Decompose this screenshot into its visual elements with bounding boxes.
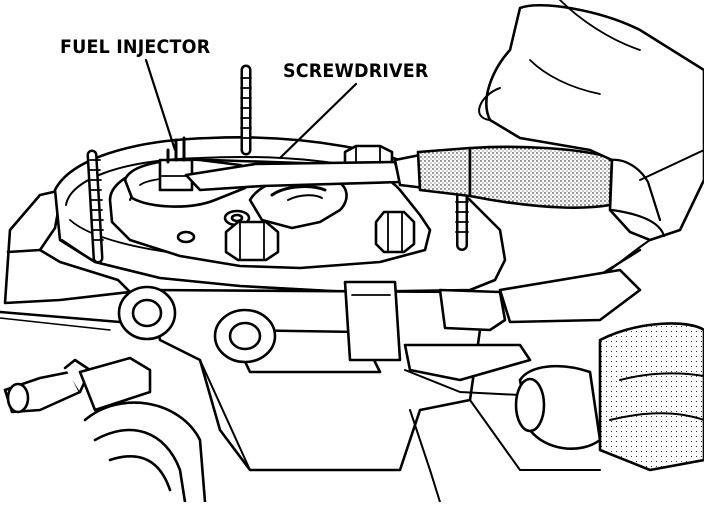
leader-screwdriver	[278, 82, 358, 160]
fuel-injector-label: FUEL INJECTOR	[60, 36, 211, 58]
leader-fuel-injector	[144, 58, 177, 152]
screwdriver-label: SCREWDRIVER	[283, 60, 429, 82]
stud-left	[86, 149, 104, 264]
port-boss-center	[213, 308, 277, 364]
stud-center	[240, 64, 252, 156]
throttle-linkage	[343, 280, 532, 396]
hand	[478, 0, 704, 322]
vacuum-hose-left	[3, 356, 207, 504]
hex-nut-front	[224, 220, 280, 262]
hex-nut-right	[374, 210, 416, 254]
cover-screw	[176, 230, 196, 244]
screwdriver	[184, 145, 614, 209]
fuel-line-right	[514, 322, 704, 472]
port-boss-left	[117, 285, 177, 341]
fuel-injector	[158, 136, 194, 192]
side-plate	[498, 268, 642, 324]
